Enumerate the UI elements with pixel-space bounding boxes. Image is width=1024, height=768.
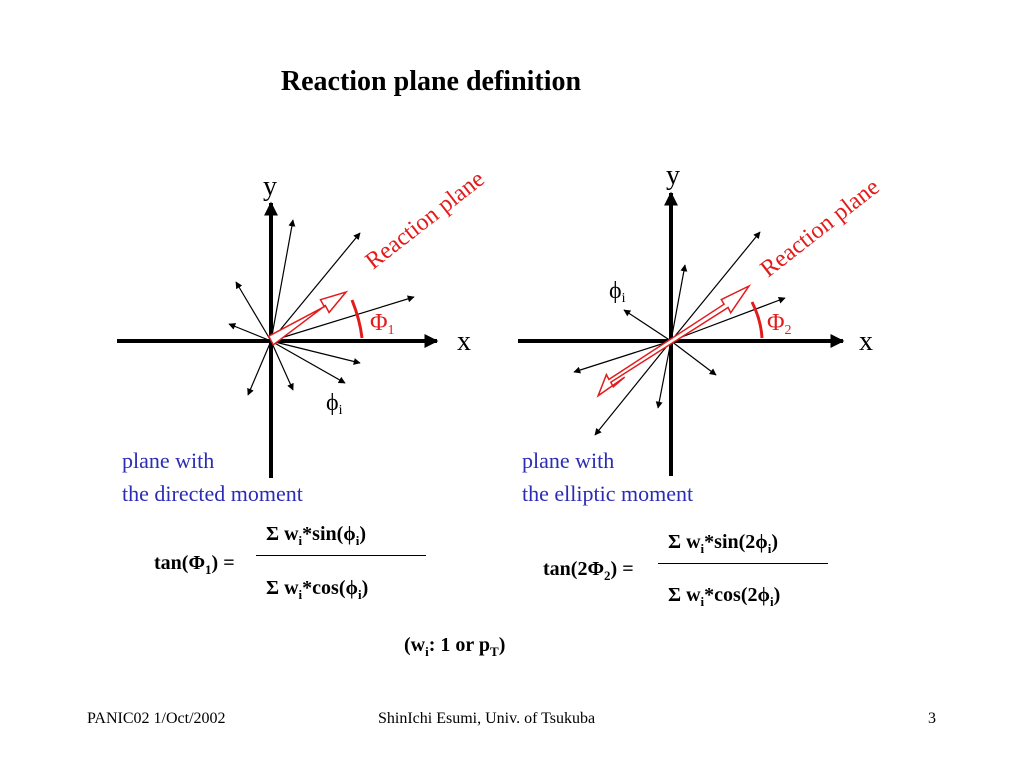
right-description: plane with the elliptic moment	[522, 444, 693, 510]
left-particle-vectors	[228, 219, 415, 396]
vector-arrow	[270, 295, 415, 342]
vector-arrow	[270, 219, 296, 342]
left-angle-label: Φ1	[370, 310, 395, 338]
vector-arrow	[270, 340, 294, 391]
vector-arrow	[270, 232, 361, 342]
left-fraction-bar	[256, 555, 426, 556]
vector-arrow	[247, 340, 272, 396]
right-angle-arc	[750, 301, 764, 339]
left-equation-numerator: Σ wi*sin(ϕi)	[266, 523, 367, 548]
vector-arrow	[235, 281, 272, 342]
right-description-line2: the elliptic moment	[522, 481, 694, 506]
weights-note: (wi: 1 or pT)	[404, 634, 506, 659]
right-equation-denominator: Σ wi*cos(2ϕi)	[668, 584, 781, 609]
vector-arrow	[270, 340, 361, 365]
right-description-line1: plane with	[522, 448, 615, 473]
vector-arrow	[573, 340, 672, 374]
left-reaction-plane-arrow	[267, 290, 349, 346]
right-phi-i-label: ϕi	[609, 278, 626, 306]
left-equation-lhs: tan(Φ1) =	[154, 552, 235, 577]
left-phi-i-label: ϕi	[326, 390, 343, 418]
right-equation-lhs: tan(2Φ2) =	[543, 558, 634, 583]
vector-arrow	[670, 340, 717, 376]
left-equation-denominator: Σ wi*cos(ϕi)	[266, 577, 369, 602]
right-axis-y-label: y	[666, 160, 680, 191]
vector-arrow	[670, 296, 786, 342]
left-description-line2: the directed moment	[122, 481, 303, 506]
left-angle-arc	[350, 299, 364, 339]
vector-arrow	[594, 340, 672, 436]
vector-arrow	[670, 264, 688, 342]
right-reaction-plane-arrow	[596, 284, 752, 398]
right-fraction-bar	[658, 563, 828, 564]
left-diagram: y x Reaction plane ϕi Φ1	[117, 166, 490, 478]
left-description: plane with the directed moment	[122, 444, 303, 510]
vector-arrow	[655, 340, 672, 409]
left-reaction-plane-label: Reaction plane	[361, 166, 490, 275]
left-description-line1: plane with	[122, 448, 215, 473]
footer-author: ShinIchi Esumi, Univ. of Tsukuba	[378, 710, 596, 727]
page-number: 3	[928, 710, 936, 727]
vector-arrow	[670, 231, 761, 342]
right-equation-numerator: Σ wi*sin(2ϕi)	[668, 531, 779, 556]
vector-arrow	[623, 309, 672, 342]
vector-arrow	[270, 340, 346, 384]
slide-title: Reaction plane definition	[280, 66, 582, 97]
right-diagram: y x Reaction plane ϕi Φ2	[518, 160, 885, 476]
right-axis-x-label: x	[859, 326, 873, 357]
vector-arrow	[228, 323, 272, 342]
footer-conference: PANIC02 1/Oct/2002	[87, 710, 226, 727]
left-axis-x-label: x	[457, 326, 471, 357]
right-reaction-plane-label: Reaction plane	[756, 174, 885, 283]
right-particle-vectors	[573, 231, 786, 436]
left-axis-y-label: y	[263, 171, 277, 202]
right-angle-label: Φ2	[767, 310, 792, 338]
